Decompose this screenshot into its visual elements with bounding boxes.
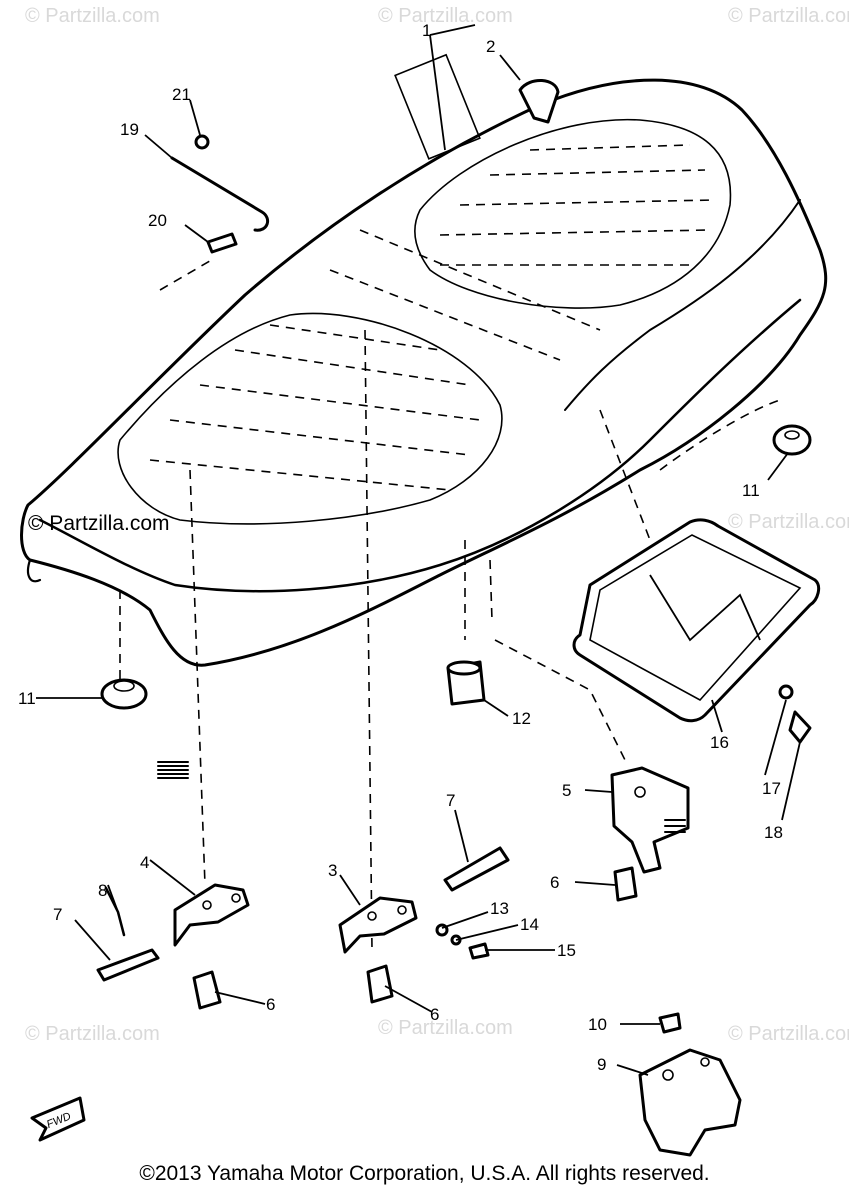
callout-7-left: 7 (53, 905, 62, 924)
callout-7-center: 7 (446, 791, 455, 810)
part-6-nut-center (366, 964, 394, 1004)
assembly-lines (119, 257, 781, 951)
part-3-bracket (338, 896, 418, 954)
seat-hump (564, 199, 801, 411)
watermark-bottom-right: © Partzilla.com (728, 1023, 849, 1045)
callout-16: 16 (710, 733, 729, 752)
spring (157, 761, 189, 779)
callout-2: 2 (486, 37, 495, 56)
watermark-top-center: © Partzilla.com (378, 5, 513, 27)
callout-18: 18 (764, 823, 783, 842)
callout-1: 1 (422, 21, 431, 40)
partzilla-brand-mark: © Partzilla.com (28, 512, 170, 535)
callout-9: 9 (597, 1055, 606, 1074)
copyright-notice: ©2013 Yamaha Motor Corporation, U.S.A. A… (139, 1162, 710, 1185)
callout-19: 19 (120, 120, 139, 139)
callout-5: 5 (562, 781, 571, 800)
part-7-bolt-left (96, 948, 160, 982)
part-18-bolt (788, 710, 812, 744)
callout-8: 8 (98, 881, 107, 900)
seat-assembly (20, 53, 828, 667)
part-20-bolt (206, 232, 238, 254)
callout-6-left: 6 (266, 995, 275, 1014)
part-4-bracket (173, 883, 250, 947)
callout-21: 21 (172, 85, 191, 104)
tray-inner (589, 534, 802, 702)
callout-4: 4 (140, 853, 149, 872)
part-6-nut-left (192, 970, 222, 1010)
part-9-lock-bracket (638, 1048, 742, 1157)
part-11-damper-right (772, 424, 812, 456)
part-8-clip (104, 886, 126, 937)
seat-bottom-edge (26, 558, 42, 583)
part-15-pin (468, 942, 490, 960)
leader-lines (36, 24, 801, 1076)
watermark-top-left: © Partzilla.com (25, 5, 160, 27)
seat-tag (394, 53, 481, 160)
tray-z-strap (649, 574, 761, 642)
callout-3: 3 (328, 861, 337, 880)
part-19-rod (170, 156, 270, 232)
callout-17: 17 (762, 779, 781, 798)
watermark-bottom-center: © Partzilla.com (378, 1017, 513, 1039)
seat-body (20, 78, 828, 667)
seat-pleat-lines (149, 144, 716, 491)
seat-lock-tray (572, 518, 821, 723)
callout-11-left: 11 (18, 689, 36, 708)
watermark-mid-right: © Partzilla.com (728, 511, 849, 533)
part-21-clip (194, 134, 210, 150)
tray-outer (572, 518, 821, 723)
callout-6-center: 6 (430, 1005, 439, 1024)
callout-12: 12 (512, 709, 531, 728)
fwd-arrow: FWD (30, 1096, 86, 1142)
seat-strap (518, 79, 560, 124)
part-6-nut-right (613, 866, 638, 902)
watermark-top-right: © Partzilla.com (728, 5, 849, 27)
callout-6-lock: 6 (550, 873, 559, 892)
part-17-washer (778, 684, 794, 700)
part-11-damper-left (100, 678, 148, 710)
watermark-bottom-left: © Partzilla.com (25, 1023, 160, 1045)
seat-rear-pad (414, 118, 732, 309)
callout-14: 14 (520, 915, 539, 934)
callout-20: 20 (148, 211, 167, 230)
callout-10: 10 (588, 1015, 607, 1034)
part-12-damper (446, 660, 486, 706)
callout-13: 13 (490, 899, 509, 918)
callout-15: 15 (557, 941, 576, 960)
part-10-screw (658, 1012, 682, 1034)
seat-front-pad (117, 312, 503, 525)
part-7-bolt-center (443, 846, 510, 892)
callout-11-right: 11 (742, 481, 760, 500)
seat-piping (38, 298, 802, 593)
callout-numbers: 1 2 3 4 5 6 6 6 7 7 8 9 10 11 11 12 13 1… (18, 21, 783, 1074)
part-5-seat-lock (610, 766, 690, 874)
